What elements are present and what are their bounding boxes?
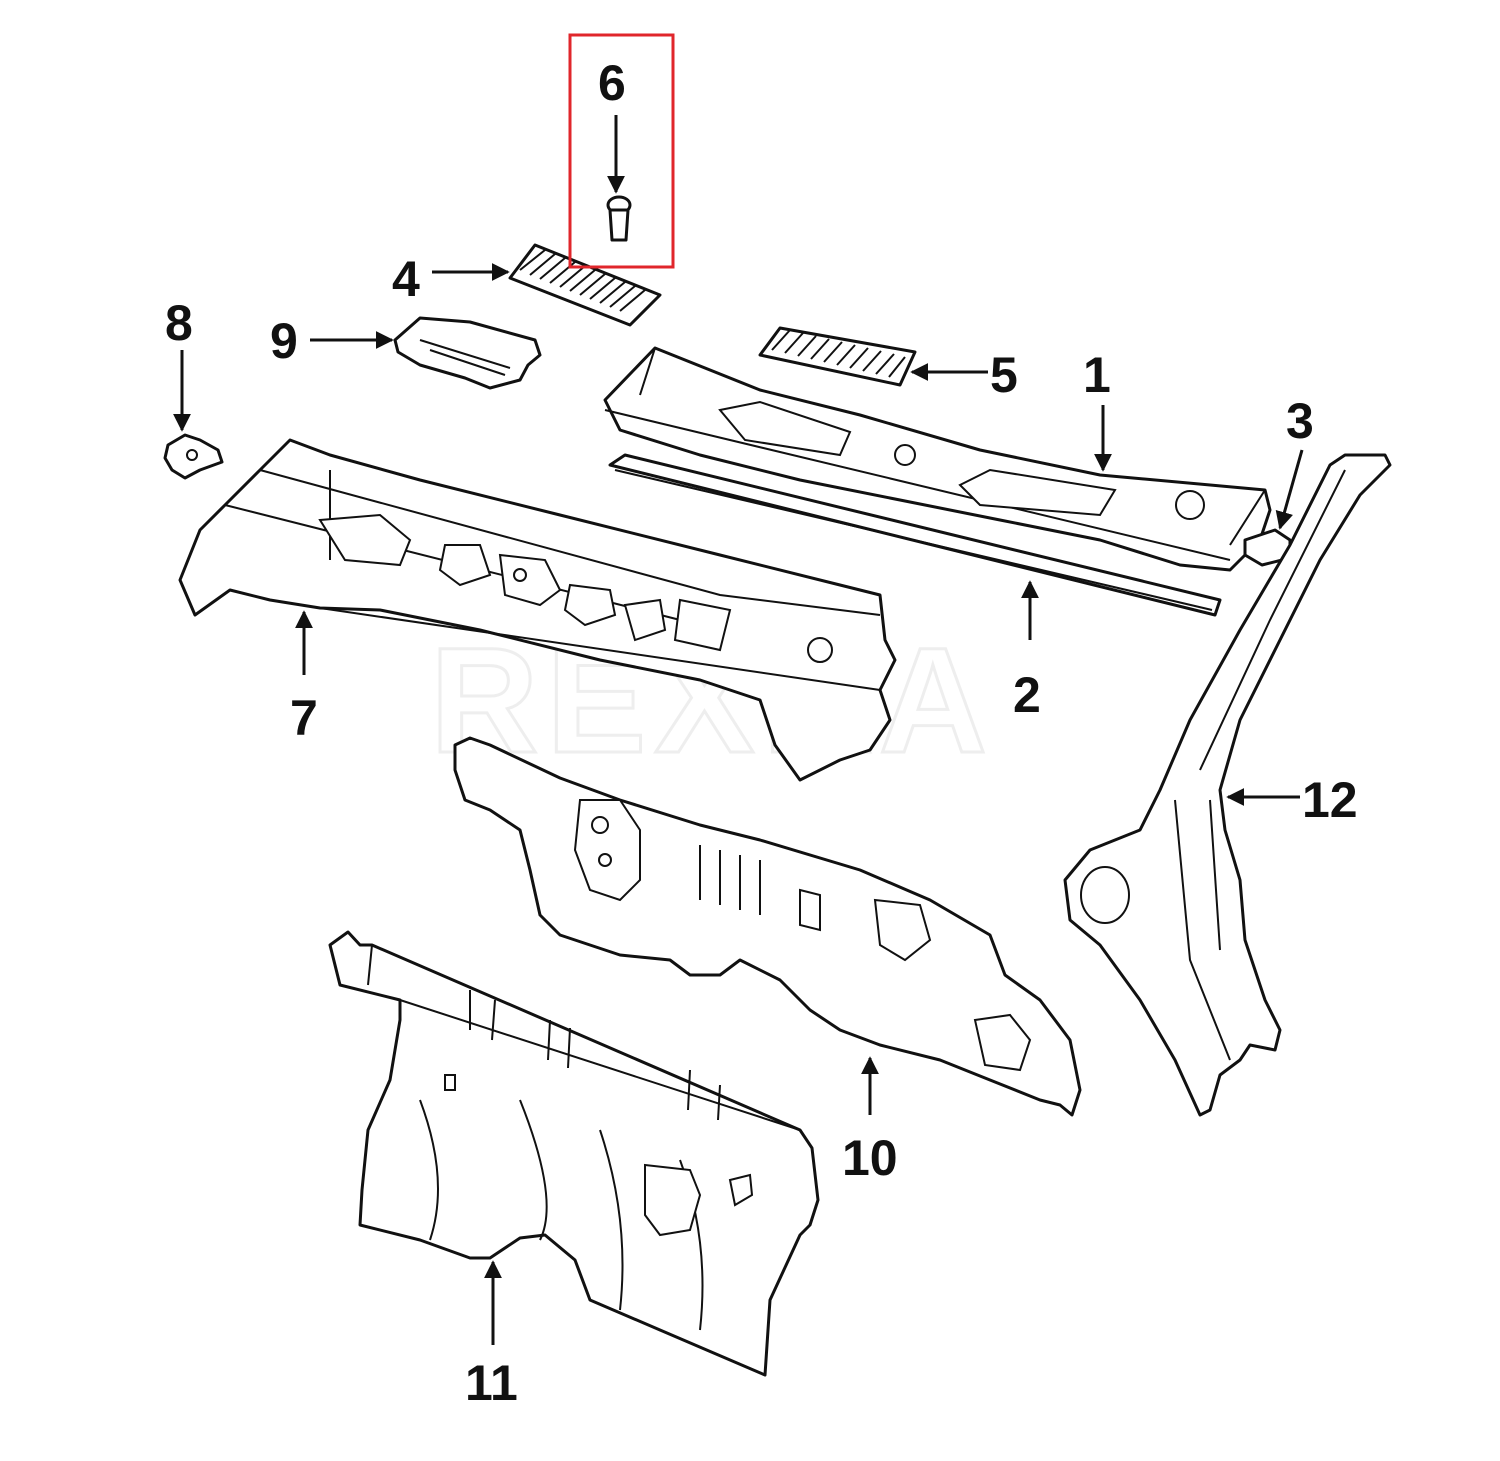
part-1-cowl-top xyxy=(603,346,1272,572)
callout-4[interactable]: 4 xyxy=(392,251,420,307)
callout-5[interactable]: 5 xyxy=(990,347,1018,403)
part-10-dash-panel xyxy=(453,736,1082,1117)
callout-1[interactable]: 1 xyxy=(1083,347,1111,403)
callout-3[interactable]: 3 xyxy=(1286,393,1314,449)
part-2-seal-strip xyxy=(608,453,1222,617)
part-9-panel xyxy=(393,316,542,390)
callout-labels: 1 2 3 4 5 6 7 8 9 10 11 12 xyxy=(165,55,1358,1411)
callout-8[interactable]: 8 xyxy=(165,295,193,351)
callout-12[interactable]: 12 xyxy=(1302,772,1358,828)
callout-6[interactable]: 6 xyxy=(598,55,626,111)
part-7-cowl-panel xyxy=(178,438,897,782)
callout-7[interactable]: 7 xyxy=(290,690,318,746)
part-5-screen xyxy=(758,326,917,387)
part-8-bracket xyxy=(163,433,224,480)
leader-lines xyxy=(173,115,1304,1345)
part-4-screen xyxy=(508,243,662,327)
callout-2[interactable]: 2 xyxy=(1013,667,1041,723)
callout-9[interactable]: 9 xyxy=(270,313,298,369)
part-6-clip xyxy=(606,195,632,242)
part-11-dash-insulator xyxy=(328,930,820,1377)
callout-10[interactable]: 10 xyxy=(842,1130,898,1186)
callout-11[interactable]: 11 xyxy=(465,1355,518,1411)
highlight-box xyxy=(568,33,675,269)
part-12-side-panel xyxy=(1063,453,1392,1117)
